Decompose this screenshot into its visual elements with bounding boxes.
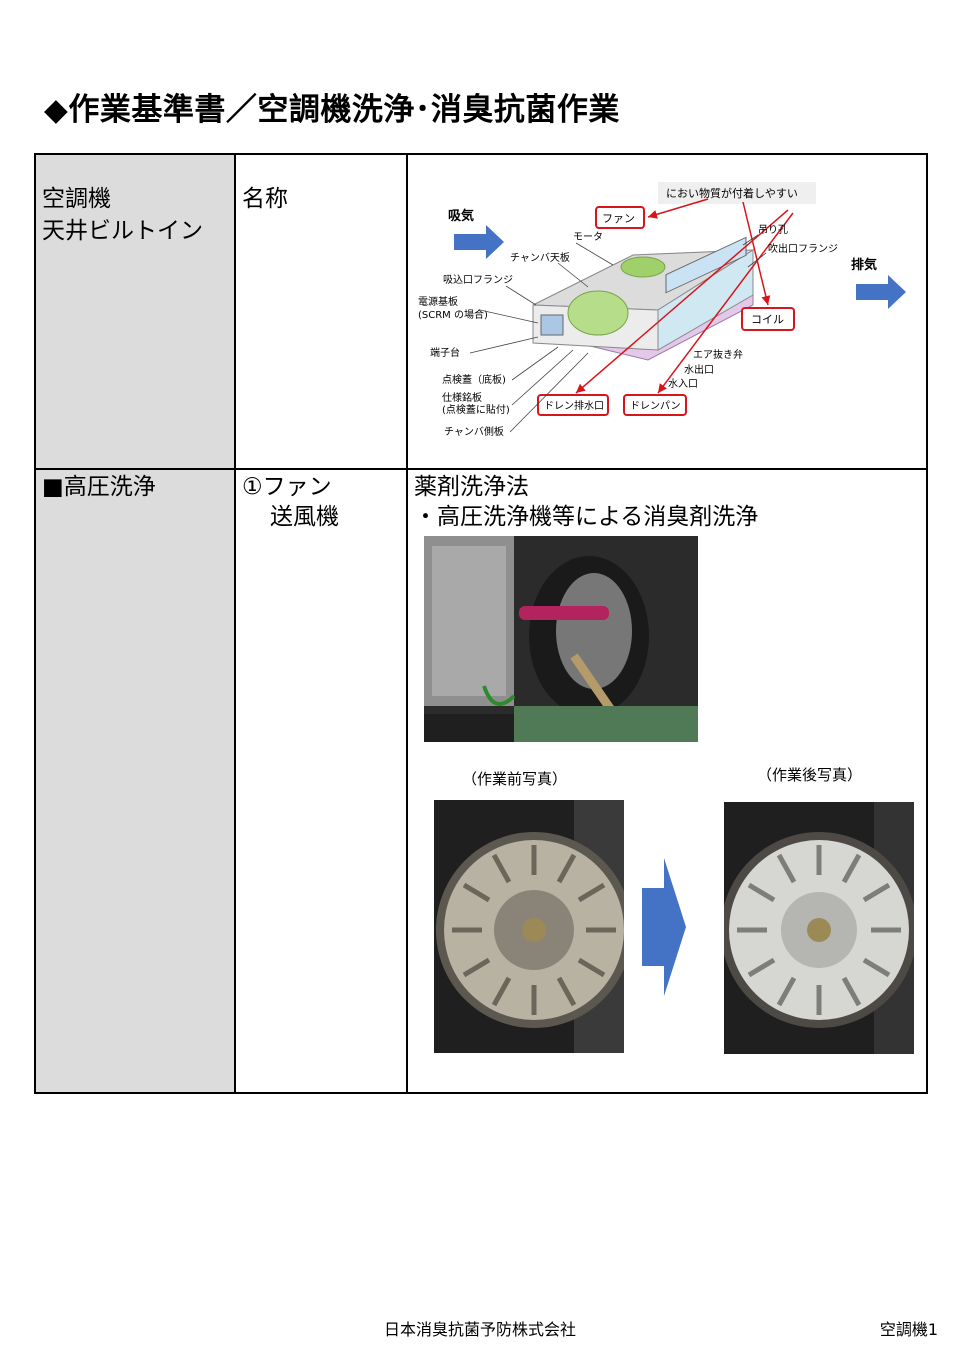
chamber-top-label: チャンバ天板 [510,251,570,264]
before-photo-label: （作業前写真） [462,770,568,788]
spec-plate-note-label: (点検蓋に貼付) [442,403,510,416]
fan-shape [567,290,629,336]
category-cell: ■高圧洗浄 [34,468,236,1094]
diagram-cell: ファン コイル ドレン排水口 ドレンパン におい物質が付着しやすい [406,153,928,470]
table-row: ■高圧洗浄 ①ファン 送風機 薬剤洗浄法 ・高圧洗浄機等による消臭剤洗浄 [34,468,928,1094]
outlet-flange-label: 吹出口フランジ [768,242,838,255]
unit-side [657,249,754,351]
item-line-1: ①ファン [242,474,332,500]
table-row: 空調機 天井ビルトイン 名称 [34,153,928,470]
fan-box-label: ファン [602,212,635,225]
item-cell: 名称 [234,153,408,470]
water-outlet-label: 水出口 [684,363,714,376]
scrm-label: (SCRM の場合) [418,308,488,321]
note-label: におい物質が付着しやすい [666,186,798,200]
after-photo-label: （作業後写真） [757,766,863,784]
coil-box [741,307,795,331]
intake-arrow [454,225,504,259]
fan-top [620,256,666,278]
item-line-2: 送風機 [270,504,339,530]
drain-pan-box-label: ドレンパン [630,400,681,412]
coil-box-label: コイル [751,313,784,326]
method-description: ・高圧洗浄機等による消臭剤洗浄 [414,504,759,530]
inlet-flange-label: 吸込口フランジ [443,274,513,286]
terminal-label: 端子台 [430,346,460,359]
exhaust-arrow [856,275,906,309]
unit-diagram: ファン コイル ドレン排水口 ドレンパン におい物質が付着しやすい [418,182,906,438]
note-box [658,182,816,204]
category-label: ■高圧洗浄 [42,474,156,500]
hanger-hole-label: 吊り孔 [758,224,788,236]
drain-pan-box [623,394,687,416]
exhaust-label: 排気 [851,257,877,273]
chamber-side-label: チャンバ側板 [444,425,504,438]
intake-label: 吸気 [448,208,474,224]
drain-outlet-box-label: ドレン排水口 [544,399,604,412]
work-standard-table: 空調機 天井ビルトイン 名称 [34,153,928,1094]
power-board-shape [540,314,564,336]
footer-page-number: 空調機1 [879,1320,938,1339]
spec-plate-label: 仕様銘板 [442,391,482,404]
category-cell: 空調機 天井ビルトイン [34,153,236,470]
inspection-cover-label: 点検蓋（底板) [442,373,506,386]
method-title: 薬剤洗浄法 [414,474,529,500]
item-cell: ①ファン 送風機 [234,468,408,1094]
power-board-label: 電源基板 [418,295,458,308]
water-inlet-label: 水入口 [668,378,698,390]
drain-outlet-box [537,394,609,416]
category-line-2: 天井ビルトイン [42,218,203,244]
air-vent-label: エア抜き弁 [693,348,743,361]
after-photo [724,802,914,1054]
footer-company: 日本消臭抗菌予防株式会社 [383,1320,576,1339]
method-cell: 薬剤洗浄法 ・高圧洗浄機等による消臭剤洗浄 （作業前写真） [406,468,928,1094]
fan-box [595,206,645,229]
before-after-arrow [642,858,686,996]
item-name-label: 名称 [242,186,288,212]
page-title: ◆作業基準書／空調機洗浄･消臭抗菌作業 [44,92,620,128]
category-line-1: 空調機 [42,186,111,212]
motor-label: モータ [573,231,603,243]
cleaning-photo [424,536,698,742]
before-photo [434,800,624,1053]
